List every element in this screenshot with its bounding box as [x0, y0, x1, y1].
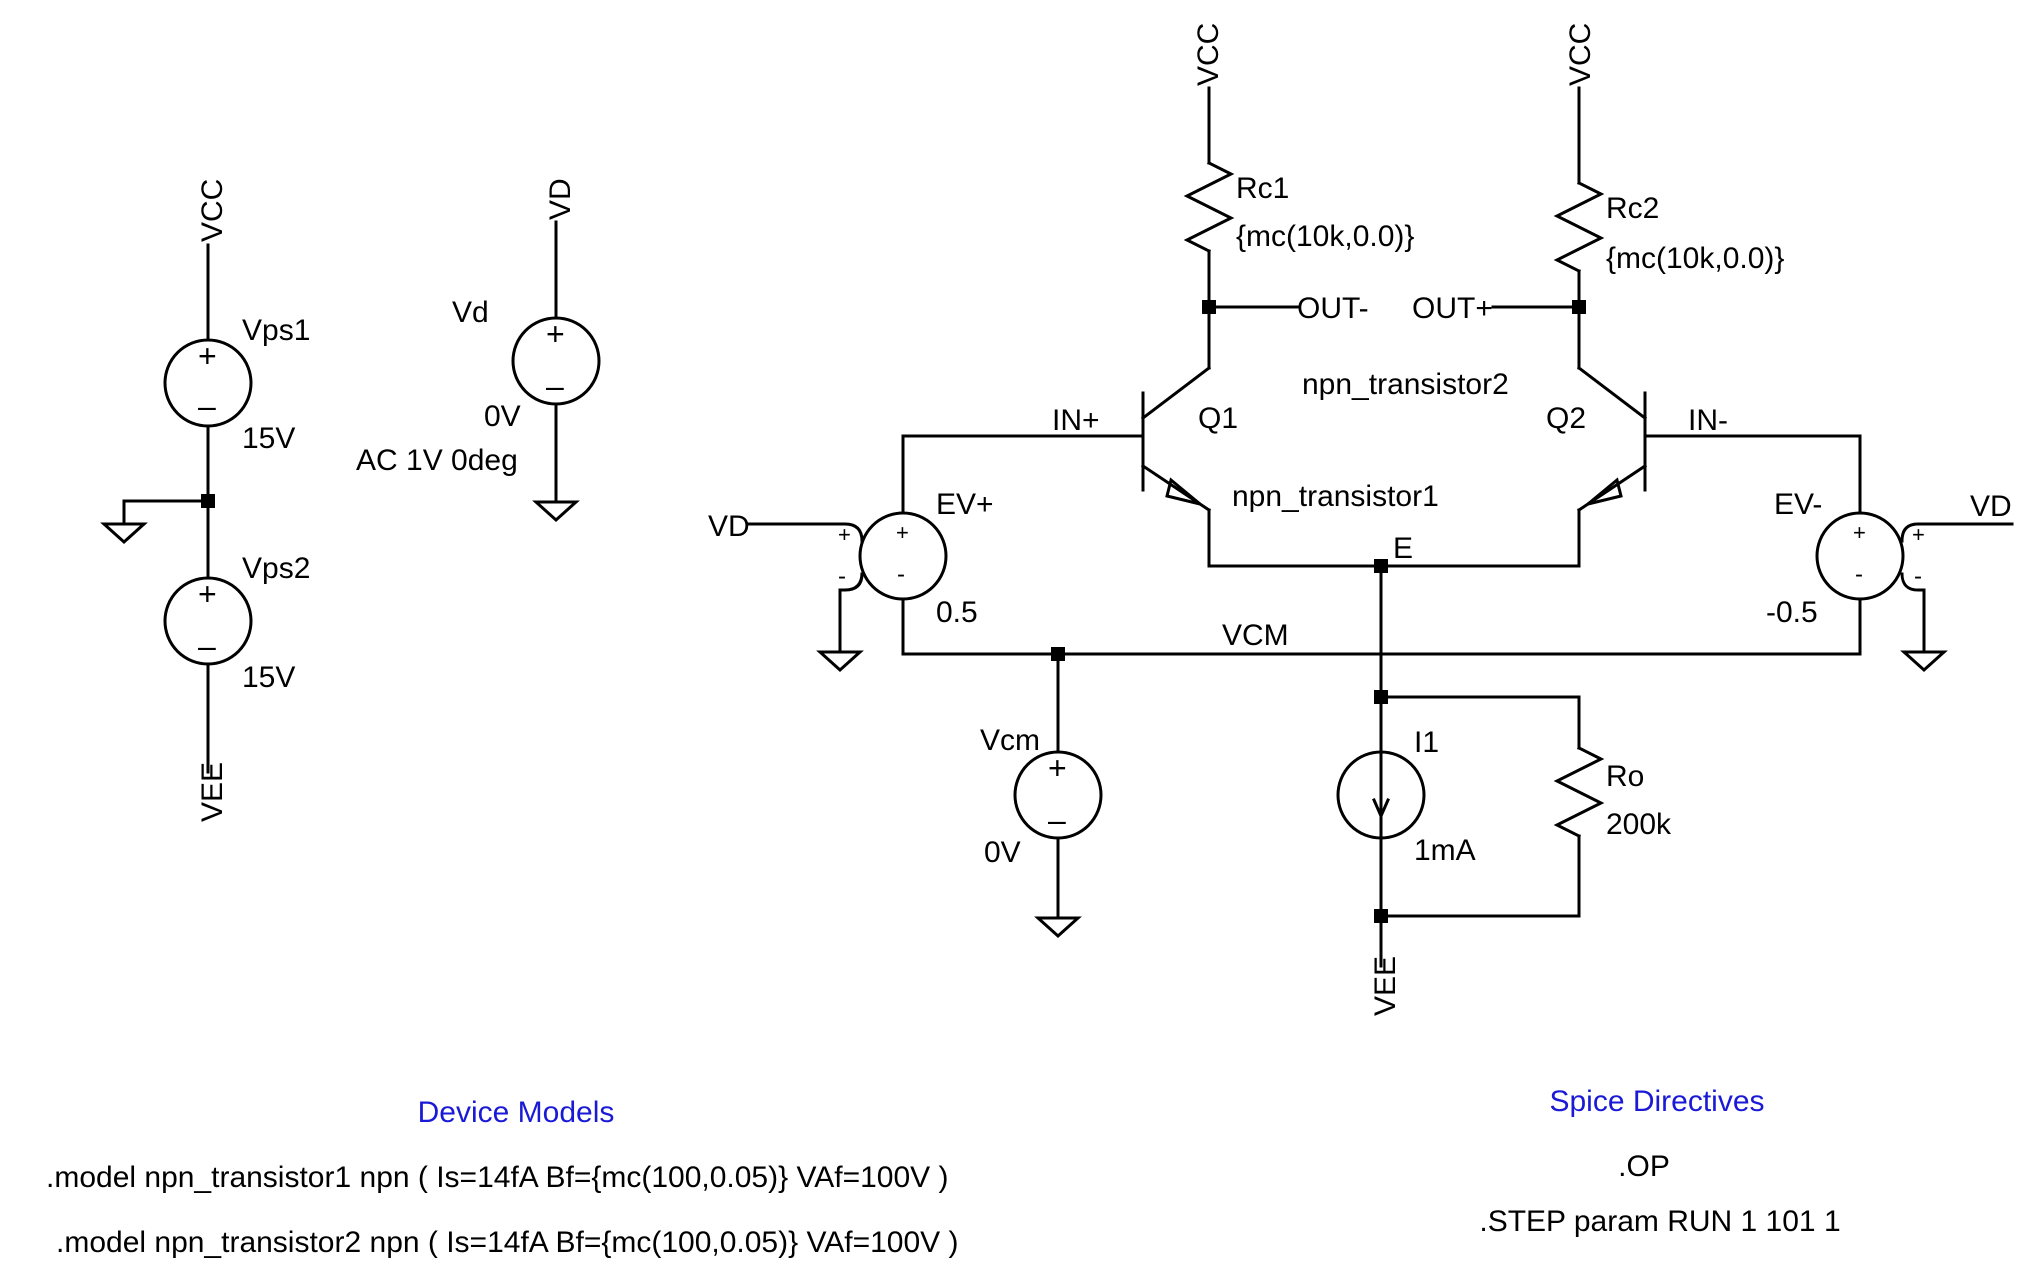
evp-ctrl-minus: -	[838, 563, 846, 590]
rc2-resistor	[1553, 180, 1605, 274]
ground-symbol	[100, 522, 148, 545]
ground-symbol	[1900, 650, 1948, 673]
q2-transistor: Q2 npn_transistor2	[1302, 365, 1648, 568]
evp-minus-sign: -	[897, 561, 905, 588]
q1-name: Q1	[1198, 402, 1238, 435]
ro-value: 200k	[1606, 808, 1672, 841]
vcm-name: Vcm	[980, 724, 1040, 757]
device-model-line: .model npn_transistor2 npn ( Is=14fA Bf=…	[56, 1226, 959, 1259]
vd-net-label: VD	[1970, 490, 2012, 523]
out-minus-net-label: OUT-	[1297, 292, 1369, 325]
evm-plus-sign: +	[1853, 520, 1866, 545]
rc1-name: Rc1	[1236, 172, 1289, 205]
vps1-value: 15V	[242, 422, 295, 455]
ground-symbol	[532, 500, 580, 523]
rc2-value: {mc(10k,0.0)}	[1606, 242, 1784, 275]
vcm-minus-sign: –	[1048, 802, 1066, 838]
evm-ctrl-minus: -	[1914, 563, 1922, 590]
vcm-net-label: VCM	[1222, 619, 1289, 652]
evm-source-group: IN- + - EV- -0.5 VD + -	[1643, 404, 2014, 673]
in-minus-net-label: IN-	[1688, 404, 1728, 437]
evp-ctrl-plus: +	[838, 522, 851, 547]
evm-gain: -0.5	[1766, 596, 1818, 629]
evp-plus-sign: +	[896, 520, 909, 545]
in-plus-net-label: IN+	[1052, 404, 1100, 437]
i1-current-source	[1336, 750, 1426, 840]
out-plus-net-label: OUT+	[1412, 292, 1493, 325]
vd-plus-sign: +	[546, 316, 565, 352]
evp-gain: 0.5	[936, 596, 978, 629]
vee-net-label: VEE	[196, 762, 229, 822]
q2-name: Q2	[1546, 402, 1586, 435]
q1-model: npn_transistor1	[1232, 480, 1439, 513]
vps1-plus-sign: +	[198, 338, 217, 374]
vd-ac-spec: AC 1V 0deg	[356, 444, 518, 477]
rc1-group: VCC Rc1 {mc(10k,0.0)} OUT-	[1183, 23, 1414, 370]
vps2-plus-sign: +	[198, 576, 217, 612]
emitter-node: E	[1207, 532, 1581, 918]
ro-name: Ro	[1606, 760, 1644, 793]
device-models-block: Device Models .model npn_transistor1 npn…	[46, 1096, 959, 1259]
vd-net-label: VD	[708, 510, 750, 543]
vps2-minus-sign: –	[198, 628, 216, 664]
vcm-node: VCM + – Vcm 0V	[901, 619, 1862, 939]
vps2-value: 15V	[242, 661, 295, 694]
vd-source-group: VD + – Vd 0V AC 1V 0deg	[356, 178, 601, 523]
spice-directives-heading: Spice Directives	[1549, 1085, 1764, 1118]
vps2-name: Vps2	[242, 552, 310, 585]
spice-directive-line: .OP	[1618, 1150, 1670, 1183]
power-supply-group: VCC + – Vps1 15V + – Vps2 15V VEE	[100, 179, 310, 822]
rc1-value: {mc(10k,0.0)}	[1236, 220, 1414, 253]
vd-name: Vd	[452, 296, 489, 329]
i1-name: I1	[1414, 726, 1439, 759]
evm-ctrl-plus: +	[1912, 522, 1925, 547]
vcm-value: 0V	[984, 836, 1021, 869]
current-arrow-icon	[1372, 798, 1390, 820]
evp-source-group: IN+ + - EV+ 0.5 VD + -	[708, 404, 1145, 673]
vd-minus-sign: –	[546, 368, 564, 404]
q2-emitter-arrow	[1587, 477, 1623, 506]
rc1-resistor	[1183, 160, 1235, 254]
vcc-net-label: VCC	[196, 179, 229, 242]
spice-directives-block: Spice Directives .OP .STEP param RUN 1 1…	[1479, 1085, 1840, 1238]
spice-directive-line: .STEP param RUN 1 101 1	[1479, 1205, 1840, 1238]
vps1-minus-sign: –	[198, 388, 216, 424]
q1-transistor: Q1 npn_transistor1	[1140, 365, 1439, 568]
vcc-net-label: VCC	[1192, 23, 1225, 86]
q1-emitter-arrow	[1165, 477, 1201, 506]
rc2-name: Rc2	[1606, 192, 1659, 225]
evm-minus-sign: -	[1855, 561, 1863, 588]
ground-symbol	[816, 650, 864, 673]
tail-current-group: I1 1mA Ro 200k VEE	[1336, 690, 1672, 1016]
ground-symbol	[1034, 916, 1082, 939]
vee-net-label: VEE	[1369, 956, 1402, 1016]
vd-value: 0V	[484, 400, 521, 433]
device-models-heading: Device Models	[418, 1096, 615, 1129]
e-net-label: E	[1393, 532, 1413, 565]
evm-name: EV-	[1774, 488, 1822, 521]
i1-value: 1mA	[1414, 834, 1476, 867]
vd-net-label: VD	[544, 178, 577, 220]
q2-model: npn_transistor2	[1302, 368, 1509, 401]
rc2-group: VCC Rc2 {mc(10k,0.0)} OUT+	[1412, 23, 1784, 370]
ro-resistor	[1553, 745, 1605, 839]
vps1-name: Vps1	[242, 314, 310, 347]
evp-name: EV+	[936, 488, 994, 521]
vcm-plus-sign: +	[1048, 750, 1067, 786]
vcc-net-label: VCC	[1564, 23, 1597, 86]
device-model-line: .model npn_transistor1 npn ( Is=14fA Bf=…	[46, 1161, 949, 1194]
